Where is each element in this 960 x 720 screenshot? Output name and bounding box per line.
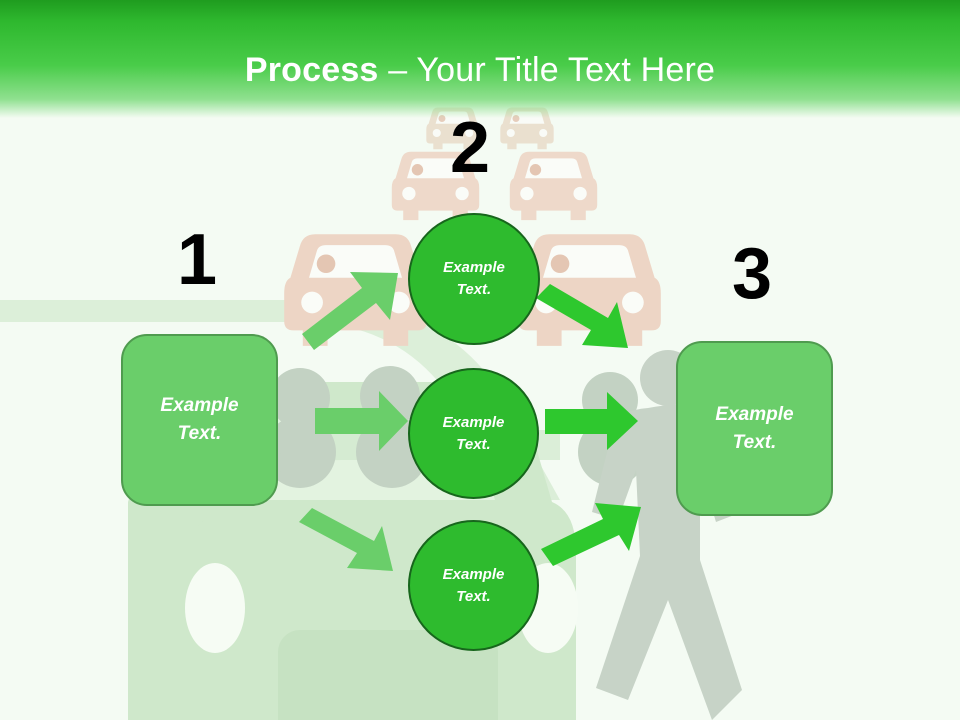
process-circle-bottom-text: Example Text. <box>443 564 505 608</box>
process-circle-bottom[interactable]: Example Text. <box>408 520 539 651</box>
arrow-left-to-top <box>302 272 398 350</box>
process-circle-middle-text: Example Text. <box>443 412 505 456</box>
arrow-left-to-bottom <box>299 508 393 571</box>
arrow-top-to-right <box>536 284 628 348</box>
process-circle-middle-line2: Text. <box>456 435 491 453</box>
process-box-right[interactable]: Example Text. <box>676 341 833 516</box>
car-headlight-left <box>185 563 245 653</box>
process-circle-middle-line1: Example <box>442 413 505 431</box>
process-box-left-line2: Text. <box>177 423 222 444</box>
process-circle-middle[interactable]: Example Text. <box>408 368 539 499</box>
page-title-strong: Process <box>244 51 379 89</box>
process-circle-bottom-line1: Example <box>442 565 505 583</box>
process-box-right-line1: Example <box>715 403 794 425</box>
header-bar <box>0 0 960 118</box>
arrow-bottom-to-right <box>541 503 641 566</box>
process-box-left[interactable]: Example Text. <box>121 334 278 506</box>
process-circle-top-text: Example Text. <box>443 257 505 301</box>
process-box-left-line1: Example <box>160 395 239 416</box>
page-title-light: – Your Title Text Here <box>388 51 716 89</box>
page-title: Process – Your Title Text Here <box>0 50 960 90</box>
process-box-left-text: Example Text. <box>160 392 238 448</box>
process-box-right-line2: Text. <box>732 431 777 453</box>
process-circle-bottom-line2: Text. <box>456 587 491 605</box>
step-number-2: 2 <box>449 108 491 188</box>
process-circle-top[interactable]: Example Text. <box>408 213 540 345</box>
process-box-right-text: Example Text. <box>715 401 793 457</box>
car-grille <box>278 630 498 720</box>
process-circle-top-line1: Example <box>443 259 505 276</box>
process-circle-top-line2: Text. <box>456 281 492 298</box>
arrow-mid-to-right <box>545 392 638 450</box>
arrow-left-to-mid <box>315 391 408 451</box>
step-number-3: 3 <box>731 234 773 314</box>
step-number-1: 1 <box>176 220 218 300</box>
